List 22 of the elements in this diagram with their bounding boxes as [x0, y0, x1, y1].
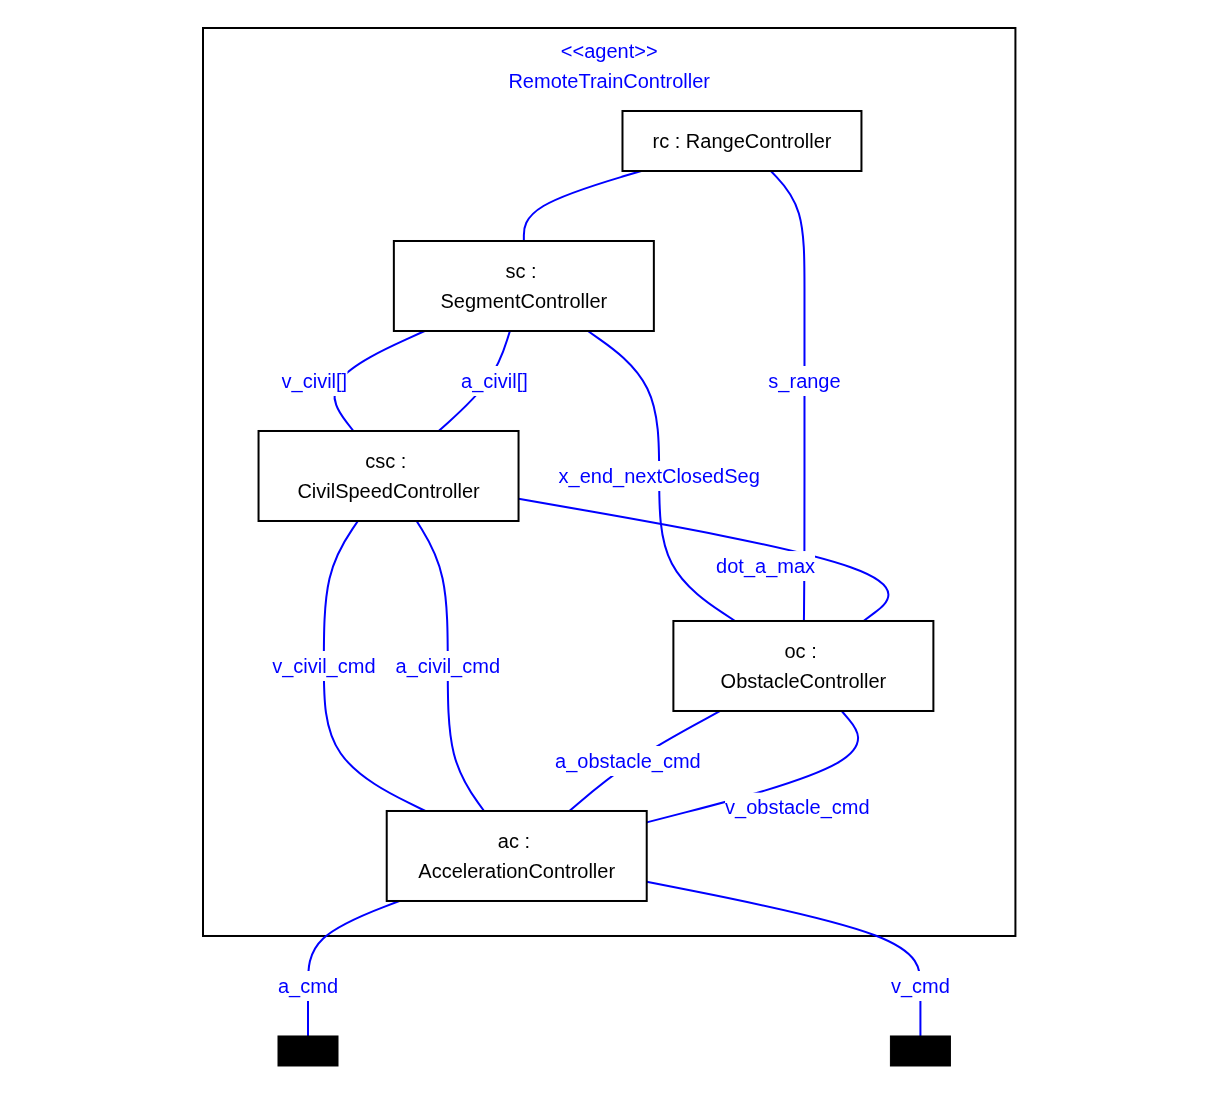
node-box: ac : AccelerationController: [385, 810, 648, 902]
node-box: sc : SegmentController: [392, 240, 655, 332]
edge-label: dot_a_max: [715, 555, 815, 578]
edge-label: v_cmd: [890, 974, 950, 997]
connector: [586, 330, 736, 622]
edge-label: a_civil_cmd: [395, 654, 500, 677]
edge-label: v_obstacle_cmd: [724, 796, 870, 819]
edge-label: a_obstacle_cmd: [554, 749, 701, 772]
edge-label: x_end_nextClosedSeg: [558, 464, 760, 487]
edge-label: v_civil[]: [281, 369, 347, 392]
edge-label: a_cmd: [277, 974, 338, 997]
connector: [769, 170, 806, 622]
node-box: oc : ObstacleController: [672, 620, 935, 712]
node-box: [277, 1035, 339, 1067]
edge-label: v_civil_cmd: [271, 654, 376, 677]
node-box: rc : RangeController: [621, 110, 863, 172]
connector: [415, 520, 485, 812]
node-box: csc : CivilSpeedController: [257, 430, 520, 522]
edge-label: a_civil[]: [460, 369, 528, 392]
node-box: [889, 1035, 951, 1067]
connector: [322, 520, 427, 812]
edge-label: s_range: [768, 369, 841, 392]
